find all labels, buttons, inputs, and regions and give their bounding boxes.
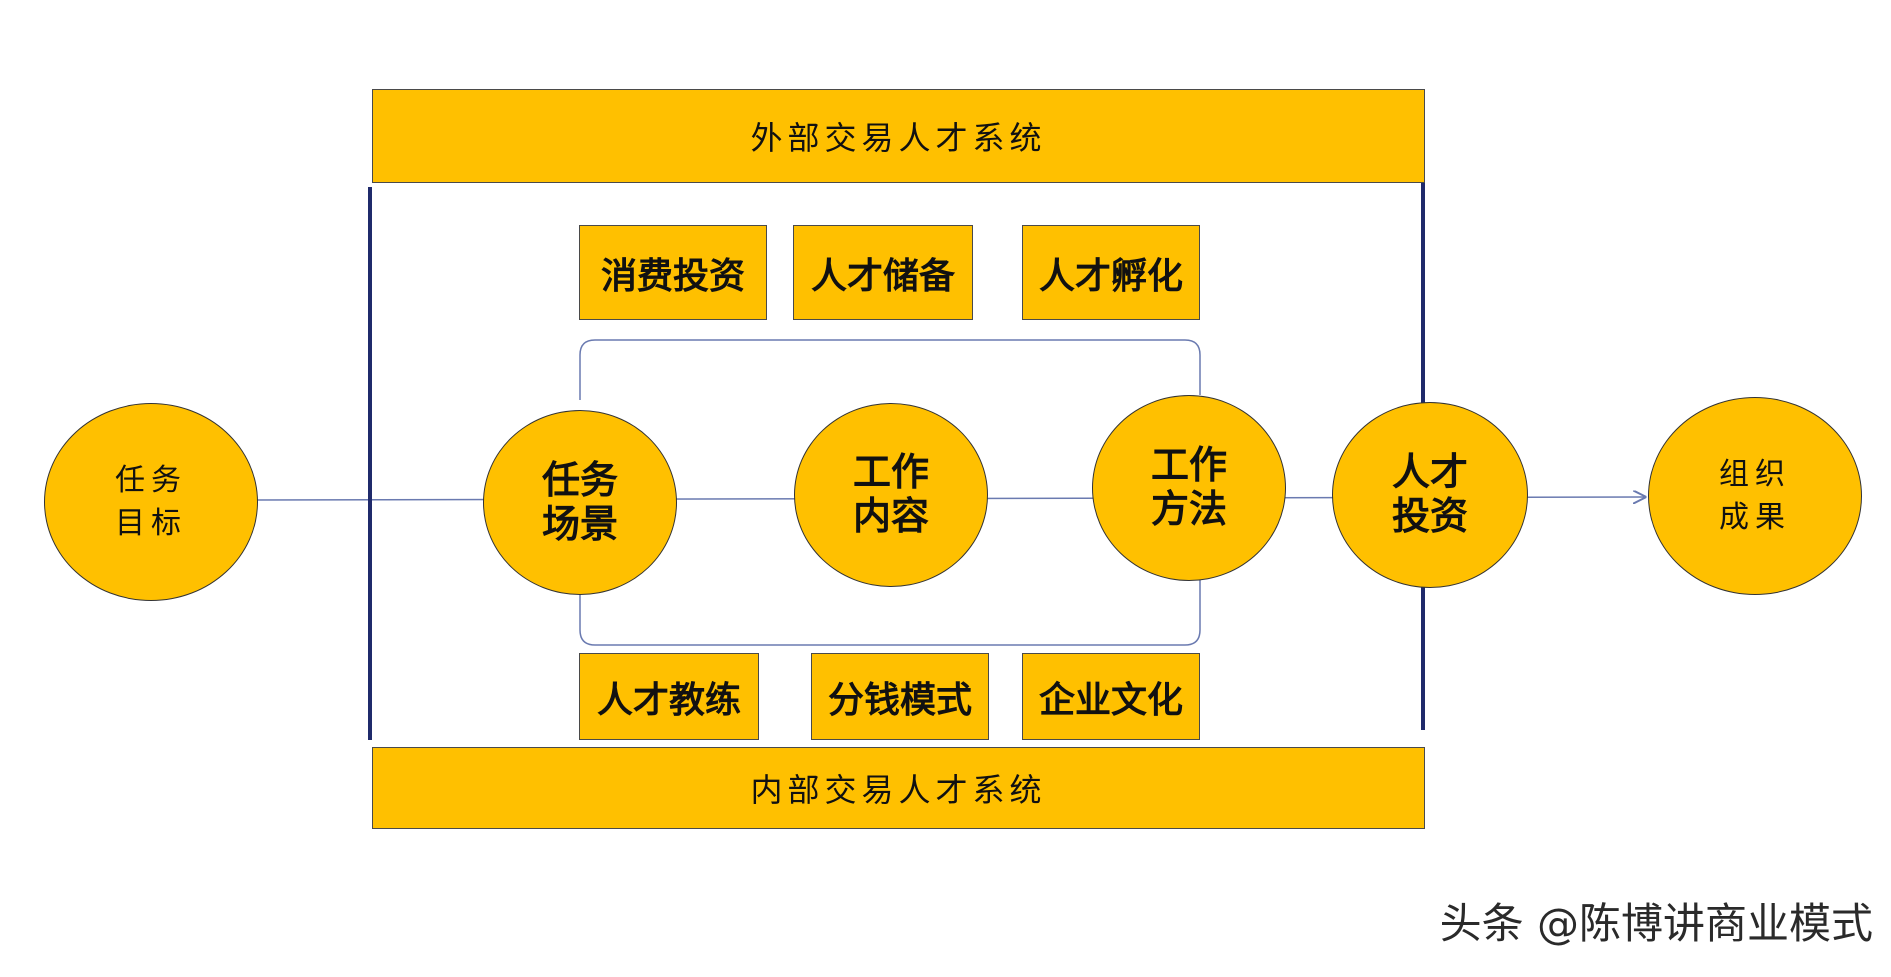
top-box-consumer-investment: 消费投资 [579, 225, 767, 320]
external-trade-talent-system: 外部交易人才系统 [372, 89, 1425, 183]
work-method-line1: 工作 [1150, 443, 1227, 488]
lower-bracket [579, 580, 1201, 646]
organization-outcome-circle: 组织 成果 [1648, 397, 1862, 595]
organization-outcome-line2: 成果 [1719, 500, 1791, 535]
organization-outcome-line1: 组织 [1719, 456, 1791, 492]
talent-investment-line2: 投资 [1391, 494, 1468, 538]
task-scene-line1: 任务 [541, 457, 618, 502]
bottom-box-talent-coach: 人才教练 [579, 653, 759, 740]
left-boundary-bar [368, 187, 372, 740]
work-content-line2: 内容 [852, 494, 929, 538]
task-scene-circle: 任务 场景 [483, 410, 677, 595]
internal-trade-talent-system: 内部交易人才系统 [372, 747, 1425, 829]
upper-bracket [579, 339, 1201, 400]
task-goal-line2: 目标 [115, 506, 187, 541]
top-box-talent-incubation: 人才孵化 [1022, 225, 1200, 320]
work-content-circle: 工作 内容 [794, 403, 988, 587]
bottom-box-profit-sharing-model: 分钱模式 [811, 653, 989, 740]
task-goal-circle: 任务 目标 [44, 403, 258, 601]
watermark: 头条 @陈博讲商业模式 [1439, 899, 1873, 948]
task-scene-line2: 场景 [541, 501, 618, 546]
task-goal-line1: 任务 [115, 462, 187, 498]
bottom-box-corporate-culture: 企业文化 [1022, 653, 1200, 740]
talent-investment-circle: 人才 投资 [1332, 402, 1528, 588]
work-method-line2: 方法 [1150, 487, 1227, 531]
talent-investment-line1: 人才 [1391, 450, 1468, 495]
work-content-line1: 工作 [852, 450, 929, 495]
work-method-circle: 工作 方法 [1092, 395, 1286, 581]
top-box-talent-reserve: 人才储备 [793, 225, 973, 320]
